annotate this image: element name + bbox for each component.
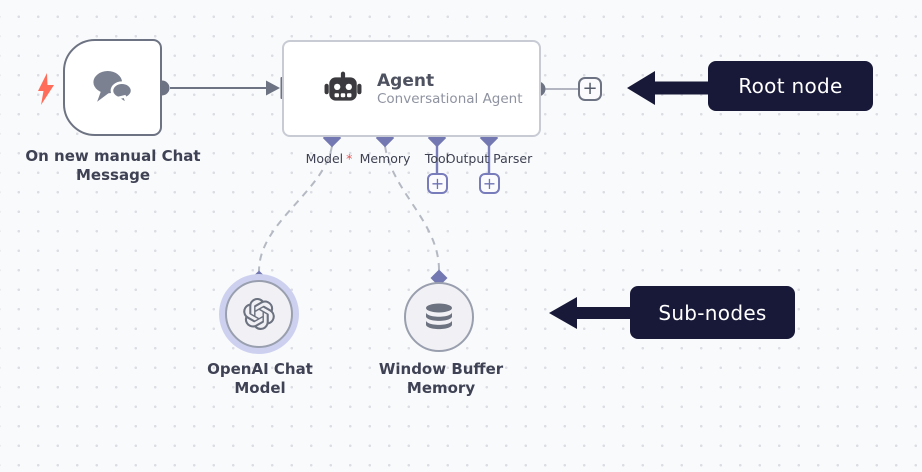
trigger-node[interactable] (63, 39, 162, 136)
openai-chat-model-label: OpenAI Chat Model (207, 360, 313, 397)
connector-label-output-parser: Output Parser (445, 151, 533, 166)
connector-label-model: Model* (305, 151, 353, 166)
root-node-arrow-icon (627, 71, 709, 105)
trigger-node-label: On new manual Chat Message (25, 147, 201, 184)
connection-model-to-openai[interactable] (258, 145, 333, 272)
plus-icon: + (430, 173, 445, 193)
add-output-parser-button[interactable]: + (479, 173, 500, 194)
sub-nodes-callout-label: Sub-nodes (658, 300, 767, 325)
root-node-callout: Root node (708, 61, 873, 111)
sub-nodes-arrow-icon (549, 297, 632, 329)
required-marker: * (346, 151, 353, 166)
add-tool-button[interactable]: + (427, 173, 448, 194)
openai-chat-model-node[interactable] (225, 280, 293, 348)
chat-bubbles-icon (92, 70, 133, 106)
add-next-node-button[interactable]: + (578, 77, 602, 101)
sub-nodes-callout: Sub-nodes (630, 286, 795, 339)
agent-node-title: Agent (377, 70, 435, 91)
robot-icon (324, 71, 362, 101)
window-buffer-memory-node[interactable] (404, 282, 474, 352)
connection-memory-to-buffer[interactable] (384, 145, 440, 271)
plus-icon: + (482, 173, 497, 193)
connector-label-memory: Memory (359, 151, 411, 166)
openai-logo-icon (243, 298, 275, 330)
database-icon (426, 303, 452, 330)
agent-node-subtitle: Conversational Agent (377, 90, 523, 107)
bolt-icon (38, 73, 54, 105)
root-node-callout-label: Root node (738, 74, 843, 98)
connector-label-tool: Tool (424, 151, 450, 166)
window-buffer-memory-label: Window Buffer Memory (378, 360, 504, 397)
plus-icon: + (582, 78, 598, 99)
agent-node[interactable]: Agent Conversational Agent (282, 40, 541, 137)
connection-arrowhead-icon (266, 80, 280, 96)
